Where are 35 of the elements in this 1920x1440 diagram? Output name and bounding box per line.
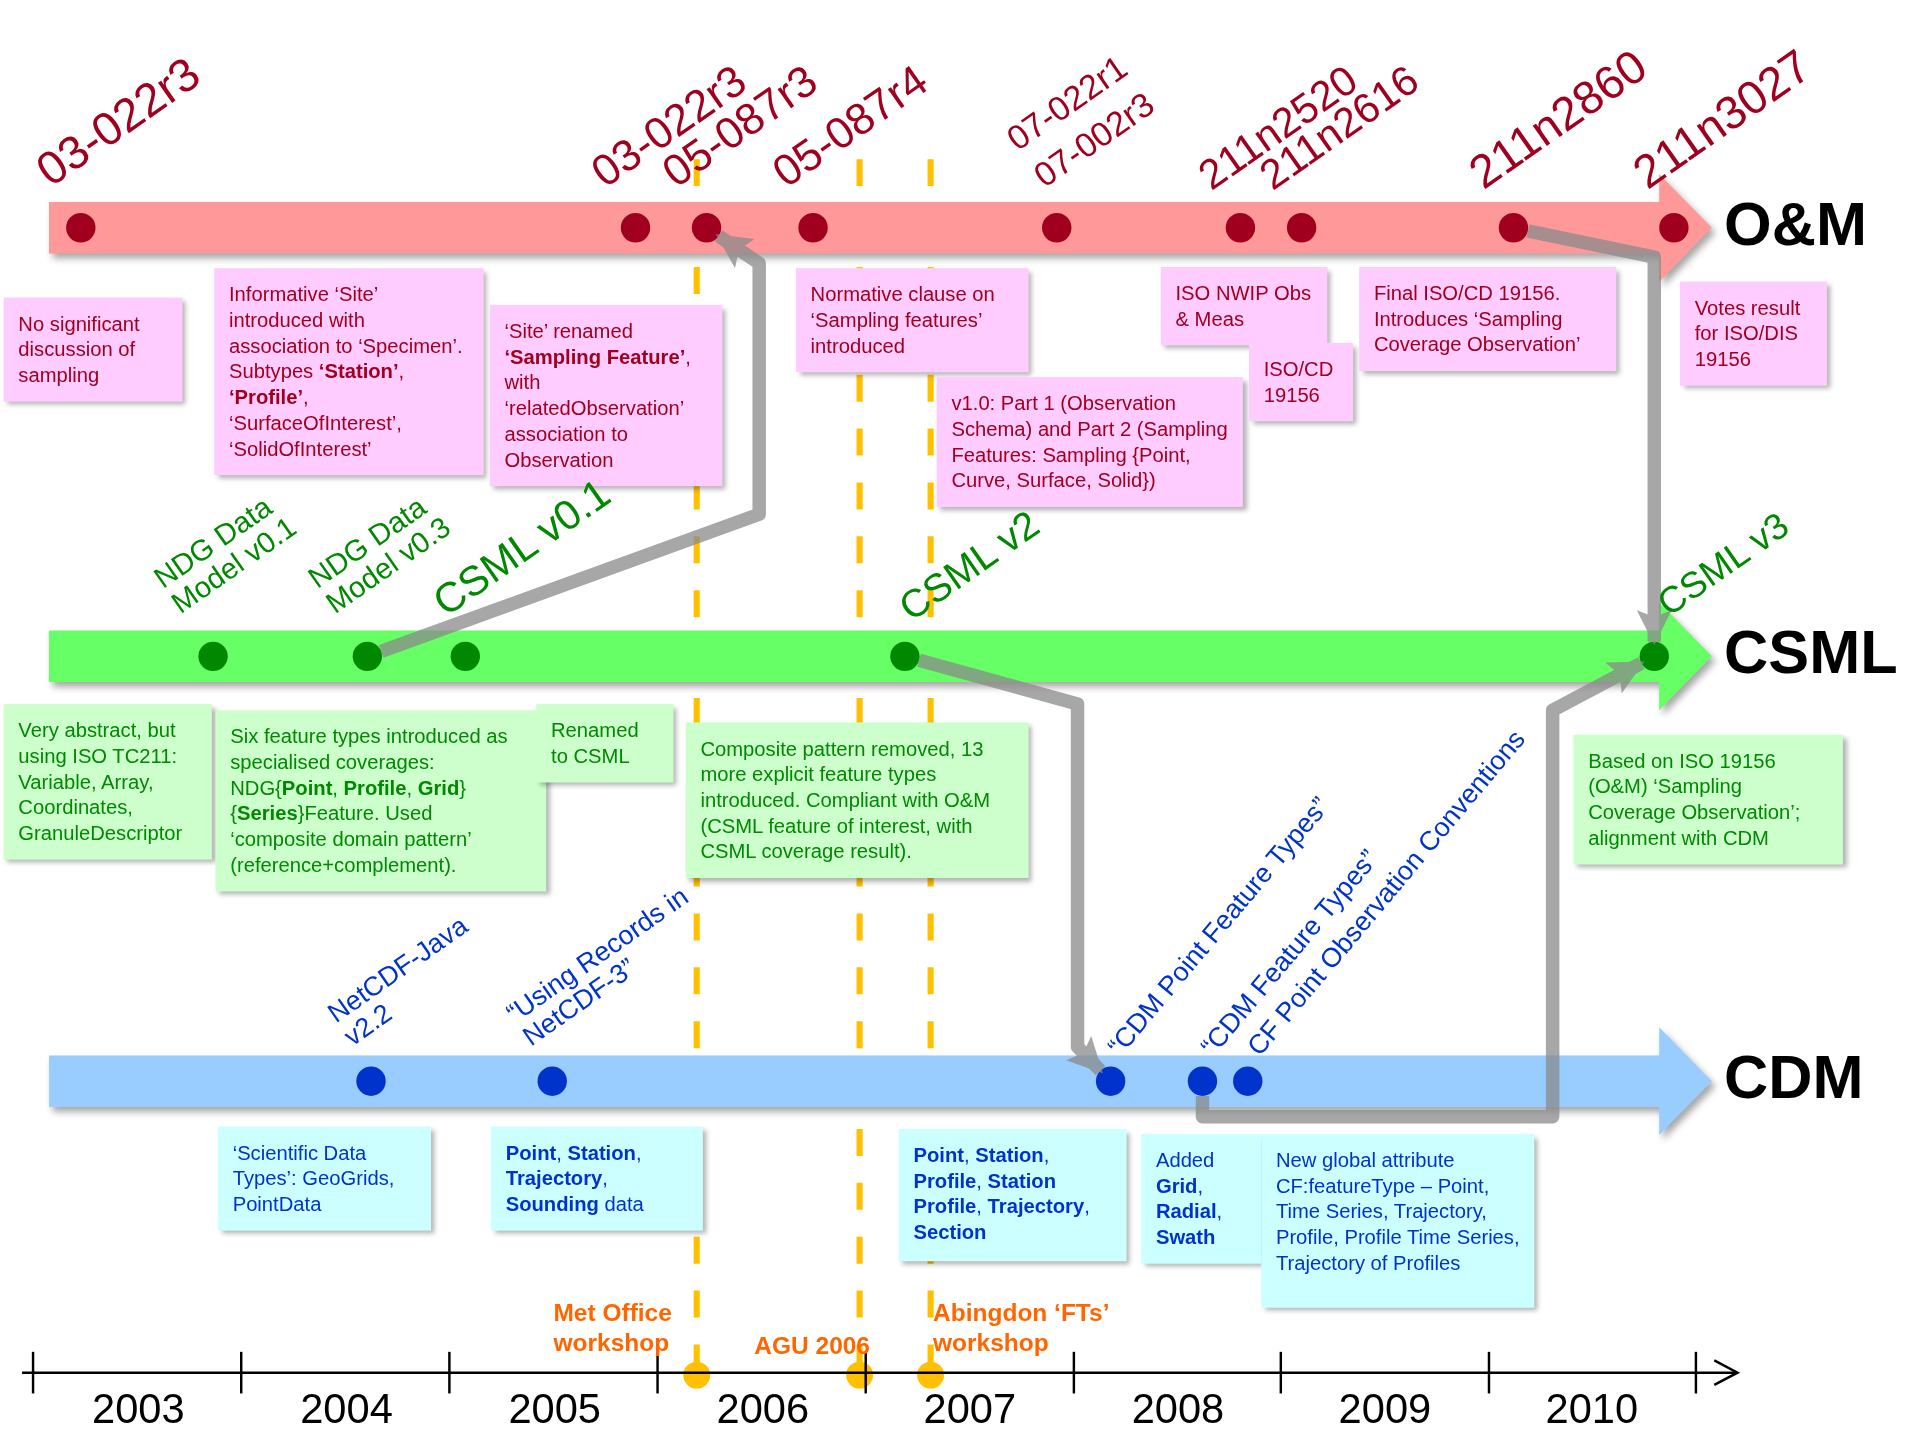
note-box: Final ISO/CD 19156. Introduces ‘Sampling Coverage Observation’ <box>1359 266 1617 371</box>
year-label: 2007 <box>923 1383 1017 1434</box>
year-label: 2010 <box>1545 1383 1639 1434</box>
note-box: Votes result for ISO/DIS 19156 <box>1680 281 1827 386</box>
year-label: 2006 <box>716 1383 810 1434</box>
year-label: 2003 <box>92 1383 185 1434</box>
event-label: Abingdon ‘FTs’ workshop <box>933 1298 1110 1357</box>
note-box: Six feature types introduced as specialised coverages: NDG{Point, Profile, Grid}{Series}Feature. Used ‘composite domain pattern’ (reference+complement). <box>215 710 547 892</box>
note-box: New global attribute CF:featureType – Point, Time Series, Trajectory, Profile, Profile Time Series, Trajectory of Profiles <box>1261 1133 1535 1308</box>
arrow <box>1195 657 1645 1124</box>
track-label: O&M <box>1724 191 1867 259</box>
note-box: Added Grid, Radial, Swath <box>1141 1133 1262 1264</box>
note-box: ISO/CD 19156 <box>1249 342 1354 422</box>
track-label: CSML <box>1724 619 1898 687</box>
track-label: CDM <box>1724 1044 1864 1112</box>
note-box: Renamed to CSML <box>536 704 674 783</box>
note-box: Composite pattern removed, 13 more explicit feature types introduced. Compliant with O&M (CSML feature of interest, with CSML coverage result). <box>685 722 1029 878</box>
note-box: Point, Station, Trajectory, Sounding data <box>491 1126 703 1231</box>
event-label: AGU 2006 <box>754 1331 870 1361</box>
year-label: 2005 <box>508 1383 601 1434</box>
arrow <box>917 653 1106 1076</box>
year-label: 2004 <box>300 1383 393 1434</box>
arrow <box>1526 224 1672 646</box>
year-label: 2009 <box>1338 1383 1432 1434</box>
note-box: Very abstract, but using ISO TC211: Variable, Array, Coordinates, GranuleDescriptor <box>3 704 212 860</box>
note-box: No significant discussion of sampling <box>3 297 183 402</box>
event-label: Met Office workshop <box>553 1298 673 1357</box>
note-box: ISO NWIP Obs & Meas <box>1160 266 1328 346</box>
note-box: v1.0: Part 1 (Observation Schema) and Part 2 (Sampling Features: Sampling {Point, Curve, Surface, Solid}) <box>936 377 1243 507</box>
note-box: Point, Station, Profile, Station Profile, Trajectory, Section <box>898 1129 1127 1262</box>
note-box: Normative clause on ‘Sampling features’ introduced <box>795 268 1029 373</box>
year-label: 2008 <box>1131 1383 1225 1434</box>
note-box: Informative ‘Site’ introduced with association to ‘Specimen’. Subtypes ‘Station’, ‘Profile’, ‘SurfaceOfInterest’, ‘SolidOfInterest’ <box>214 268 484 475</box>
note-box: Based on ISO 19156 (O&M) ‘Sampling Coverage Observation’; alignment with CDM <box>1573 734 1843 865</box>
note-box: ‘Scientific Data Types’: GeoGrids, PointData <box>217 1126 431 1231</box>
